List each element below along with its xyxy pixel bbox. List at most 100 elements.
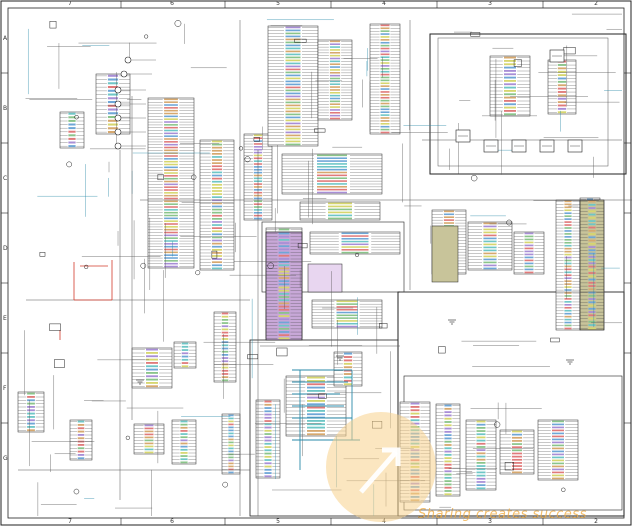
wire-color-band (329, 103, 341, 105)
wire-color-band (285, 26, 301, 29)
wire-color-band (564, 289, 572, 291)
wire-color-band (476, 487, 486, 490)
wire-color-band (164, 141, 178, 143)
wire-color-band (285, 74, 301, 77)
wire-color-band (511, 452, 523, 455)
wire-color-band (164, 158, 178, 160)
wire-color-band (278, 308, 290, 311)
wire-color-band (164, 155, 178, 157)
wire-color-band (278, 264, 290, 267)
wire-color-band (68, 137, 76, 140)
wire-color-band (564, 304, 572, 306)
wire-color-band (343, 356, 353, 358)
connector-block (171, 419, 197, 465)
component-symbol (550, 337, 560, 343)
wire-color-band (27, 422, 35, 425)
sensor-symbol (114, 114, 122, 122)
wire-color-band (476, 477, 486, 480)
component-symbol (494, 421, 501, 428)
wire-color-band (511, 430, 523, 433)
wire-color-band (228, 462, 234, 465)
wire-color-band (278, 296, 290, 298)
wire-color-band (329, 80, 341, 83)
wire-color-band (164, 107, 178, 109)
wire-color-band (380, 114, 390, 116)
wire-color-band (221, 366, 229, 369)
wire-color-band (588, 265, 596, 268)
wire-color-band (253, 148, 263, 151)
wire-color-band (380, 131, 390, 134)
wire-color-band (164, 109, 178, 112)
wire-color-band (164, 118, 178, 120)
wire-color-band (410, 412, 420, 415)
component-symbol (238, 146, 244, 151)
wire-color-band (410, 416, 420, 418)
wire-color-band (278, 321, 290, 324)
wire-color-band (483, 258, 497, 261)
wire-color-band (164, 203, 178, 205)
wire-color-band (380, 105, 390, 108)
wire-color-band (557, 101, 567, 104)
wire-color-band (164, 234, 178, 237)
wire-color-band (341, 243, 369, 246)
wire-color-band (264, 442, 272, 445)
wire-color-band (307, 376, 325, 379)
wire-color-band (564, 253, 572, 256)
wire-color-band (68, 123, 76, 126)
wire-color-band (380, 128, 390, 131)
wire-color-band (211, 143, 223, 146)
wire-color-band (164, 189, 178, 191)
wire-color-band (588, 317, 596, 320)
wire-color-band (524, 268, 534, 271)
wire-color-band (164, 220, 178, 222)
wire-color-band (380, 91, 390, 93)
wire-color-band (77, 454, 85, 456)
wire-color-band (307, 433, 325, 436)
wire-color-band (552, 426, 564, 429)
component-symbol (470, 32, 481, 37)
wire-color-band (211, 264, 223, 267)
wire-color-band (329, 52, 341, 54)
wire-color-band (164, 121, 178, 123)
wire-color-band (483, 231, 497, 234)
wire-color-band (164, 115, 178, 118)
wire-color-band (444, 483, 452, 486)
wire-color-band (564, 315, 572, 318)
wire-color-band (164, 251, 178, 254)
wire-color-band (329, 46, 341, 48)
wire-color-band (285, 86, 301, 89)
zone-row-label: G (3, 455, 8, 462)
component-symbol (244, 156, 251, 163)
wire-color-band (285, 104, 301, 107)
wire-color-band (68, 134, 76, 137)
wire-color-band (343, 352, 353, 355)
component-symbol (561, 487, 566, 492)
wire-color-band (564, 215, 572, 217)
wire-color-band (27, 416, 35, 418)
wire-color-band (211, 168, 223, 171)
wire-color-band (524, 259, 534, 262)
wire-color-band (329, 69, 341, 71)
wire-color-band (285, 65, 301, 68)
wire-color-band (27, 396, 35, 398)
wire-color-band (564, 209, 572, 212)
wire-color-band (180, 461, 188, 464)
wire-color-band (410, 402, 420, 405)
wire-color-band (524, 244, 534, 247)
wire-color-band (278, 254, 290, 257)
wire-color-band (285, 110, 301, 113)
wire-color-band (278, 245, 290, 248)
wire-color-band (552, 450, 564, 453)
wire-color-band (343, 366, 353, 369)
wire-color-band (211, 196, 223, 199)
zone-column-label: 7 (68, 0, 72, 7)
sensor-symbol (124, 56, 132, 64)
wire-color-band (228, 468, 234, 471)
wire-color-band (228, 450, 234, 453)
wire-color-band (77, 457, 85, 460)
connector-block (489, 55, 531, 117)
wire-color-band (476, 423, 486, 426)
wire-color-band (278, 315, 290, 317)
wire-color-band (77, 434, 85, 436)
wire-color-band (164, 98, 178, 101)
